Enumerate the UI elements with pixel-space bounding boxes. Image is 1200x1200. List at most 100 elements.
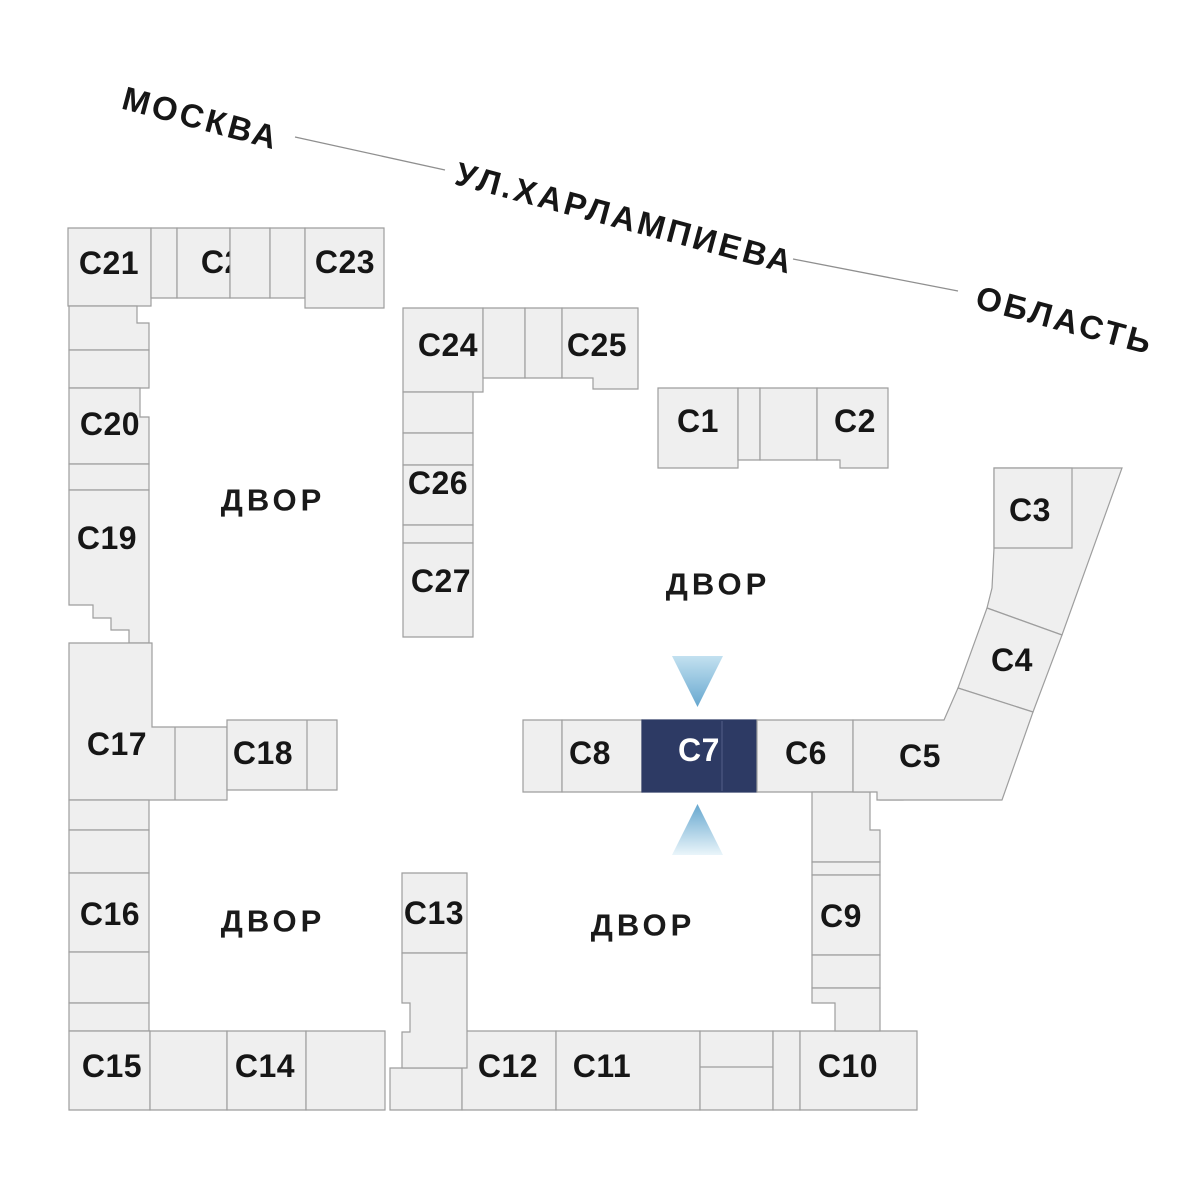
street-label-ul-kharlampieva: УЛ.ХАРЛАМПИЕВА: [452, 155, 799, 281]
building-label-c5: С5: [899, 738, 941, 774]
building-c15[interactable]: С15: [68, 1030, 151, 1111]
building-c3[interactable]: С3: [993, 467, 1073, 549]
building-c18[interactable]: С18: [226, 719, 338, 791]
building-section: [68, 305, 150, 351]
building-section: [68, 951, 150, 1004]
building-shape[interactable]: [993, 467, 1073, 549]
building-c6[interactable]: С6: [756, 719, 854, 793]
building-c9[interactable]: С9: [811, 874, 881, 956]
building-shape[interactable]: [226, 719, 338, 791]
building-shape: [305, 1030, 386, 1111]
building-c24[interactable]: С24: [402, 307, 484, 393]
building-shape[interactable]: [67, 227, 152, 307]
building-shape[interactable]: [68, 642, 228, 801]
building-c11[interactable]: С11: [555, 1030, 701, 1111]
building-label-c8: С8: [569, 735, 611, 771]
building-c16[interactable]: С16: [68, 872, 150, 953]
building-c5[interactable]: С5: [852, 687, 1034, 801]
building-section: [269, 227, 306, 299]
building-label-c17: С17: [87, 726, 147, 762]
building-shape: [772, 1030, 801, 1111]
street-label-oblast: ОБЛАСТЬ: [972, 278, 1158, 361]
building-c12[interactable]: С12: [461, 1030, 557, 1111]
building-c8[interactable]: С8: [561, 719, 643, 793]
building-section: [389, 1067, 463, 1111]
building-section: [401, 952, 468, 1069]
building-c27[interactable]: С27: [402, 542, 474, 638]
building-label-c10: С10: [818, 1048, 878, 1084]
building-shape: [68, 305, 150, 351]
street-line: [294, 136, 446, 171]
building-shape: [68, 1002, 150, 1032]
building-shape: [811, 861, 881, 876]
building-shape: [402, 391, 474, 434]
building-c10[interactable]: С10: [799, 1030, 918, 1111]
building-section: [811, 791, 881, 863]
building-section: [811, 954, 881, 989]
building-c1[interactable]: С1: [657, 387, 739, 469]
building-section: [402, 524, 474, 544]
building-section: [524, 307, 563, 379]
building-shape[interactable]: [304, 227, 385, 309]
building-c2[interactable]: С2: [816, 387, 889, 469]
building-shape: [759, 387, 818, 461]
building-label-c25: С25: [567, 327, 627, 363]
building-label-c26: С26: [408, 465, 468, 501]
building-shape: [229, 227, 271, 299]
building-label-c9: С9: [820, 898, 862, 934]
building-section: [402, 391, 474, 434]
building-shape: [68, 463, 150, 491]
building-label-c23: С23: [315, 244, 375, 280]
building-label-c18: С18: [233, 735, 293, 771]
building-c26[interactable]: С26: [402, 464, 474, 526]
building-shape: [524, 307, 563, 379]
building-c19[interactable]: С19: [68, 489, 150, 644]
building-c13[interactable]: С13: [401, 872, 468, 954]
building-shape: [68, 951, 150, 1004]
building-c17[interactable]: С17: [68, 642, 228, 801]
building-section: [68, 349, 150, 389]
courtyard-label-1: ДВОР: [221, 483, 326, 518]
building-section: [772, 1030, 801, 1111]
building-section: [737, 387, 761, 461]
building-shape[interactable]: [657, 387, 739, 469]
building-label-c16: С16: [80, 896, 140, 932]
building-label-c13: С13: [404, 895, 464, 931]
building-label-c27: С27: [411, 563, 471, 599]
building-c21[interactable]: С21: [67, 227, 152, 307]
building-section: [229, 227, 271, 299]
street-label-moskva: МОСКВА: [118, 79, 283, 156]
building-section: [68, 799, 150, 831]
building-shape: [68, 799, 150, 831]
building-section: [68, 829, 150, 874]
building-shape[interactable]: [561, 307, 639, 390]
building-label-c2: С2: [834, 403, 876, 439]
courtyard-label-4: ДВОР: [591, 908, 696, 943]
arrow-down-icon: [672, 656, 723, 707]
building-shape: [389, 1067, 463, 1111]
building-label-c20: С20: [80, 406, 140, 442]
building-shape: [401, 952, 468, 1069]
building-shape[interactable]: [68, 489, 150, 644]
building-shape: [522, 719, 563, 793]
building-c4[interactable]: С4: [957, 607, 1063, 713]
building-section: [811, 861, 881, 876]
building-shape: [811, 791, 881, 863]
building-c25[interactable]: С25: [561, 307, 639, 390]
building-c20[interactable]: С20: [68, 387, 150, 465]
building-label-c24: С24: [418, 327, 478, 363]
building-shape[interactable]: [402, 542, 474, 638]
building-section: [759, 387, 818, 461]
building-shape: [737, 387, 761, 461]
building-c14[interactable]: С14: [226, 1030, 307, 1111]
building-shape: [269, 227, 306, 299]
building-c7[interactable]: С7: [641, 719, 758, 793]
building-shape[interactable]: [852, 687, 1034, 801]
building-label-c12: С12: [478, 1048, 538, 1084]
building-shape[interactable]: [816, 387, 889, 469]
building-shape: [150, 227, 178, 299]
building-shape[interactable]: [402, 307, 484, 393]
building-c23[interactable]: С23: [304, 227, 385, 309]
building-label-c14: С14: [235, 1048, 295, 1084]
